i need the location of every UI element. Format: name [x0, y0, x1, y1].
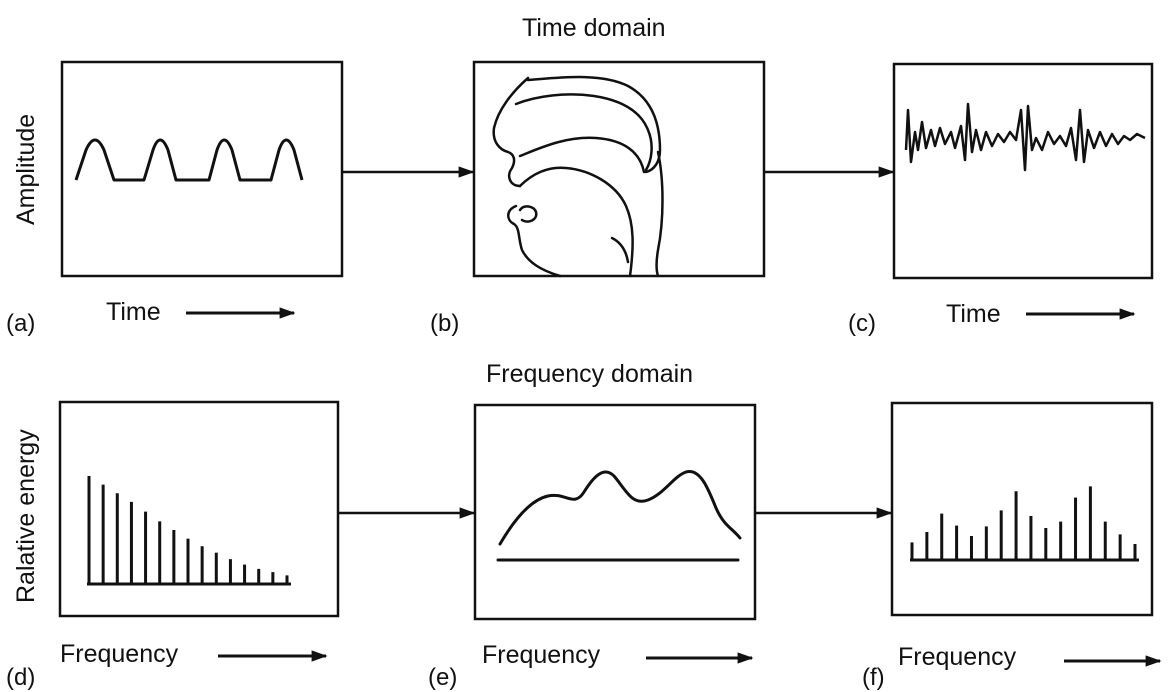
frequency-axis-label-e: Frequency: [482, 641, 601, 669]
transfer-function-curve: [498, 470, 742, 546]
panel-label-d: (d): [6, 664, 36, 691]
speech-waveform: [904, 102, 1146, 172]
source-spectrum: [87, 476, 291, 586]
panel-label-f: (f): [862, 664, 885, 691]
panel-label-b: (b): [430, 310, 460, 337]
time-axis-label-c: Time: [946, 300, 1001, 328]
time-domain-heading: Time domain: [522, 14, 666, 42]
panel-label-c: (c): [848, 310, 876, 337]
vocal-tract-drawing: [492, 75, 664, 278]
panel-e-box: [473, 403, 757, 621]
frequency-axis-label-d: Frequency: [60, 640, 179, 668]
output-spectrum: [910, 486, 1139, 562]
transfer-function: [496, 470, 742, 562]
frequency-axis-label-f: Frequency: [898, 643, 1017, 671]
panel-label-e: (e): [428, 664, 458, 691]
panel-label-a: (a): [6, 310, 36, 337]
panel-c-box: [892, 62, 1154, 280]
panel-a-box: [60, 60, 344, 278]
panel-f-box: [890, 401, 1154, 617]
panel-d-box: [58, 400, 340, 618]
glottal-pulse-waveform: [74, 138, 304, 182]
time-axis-label-a: Time: [106, 298, 161, 326]
frequency-domain-heading: Frequency domain: [486, 360, 694, 388]
